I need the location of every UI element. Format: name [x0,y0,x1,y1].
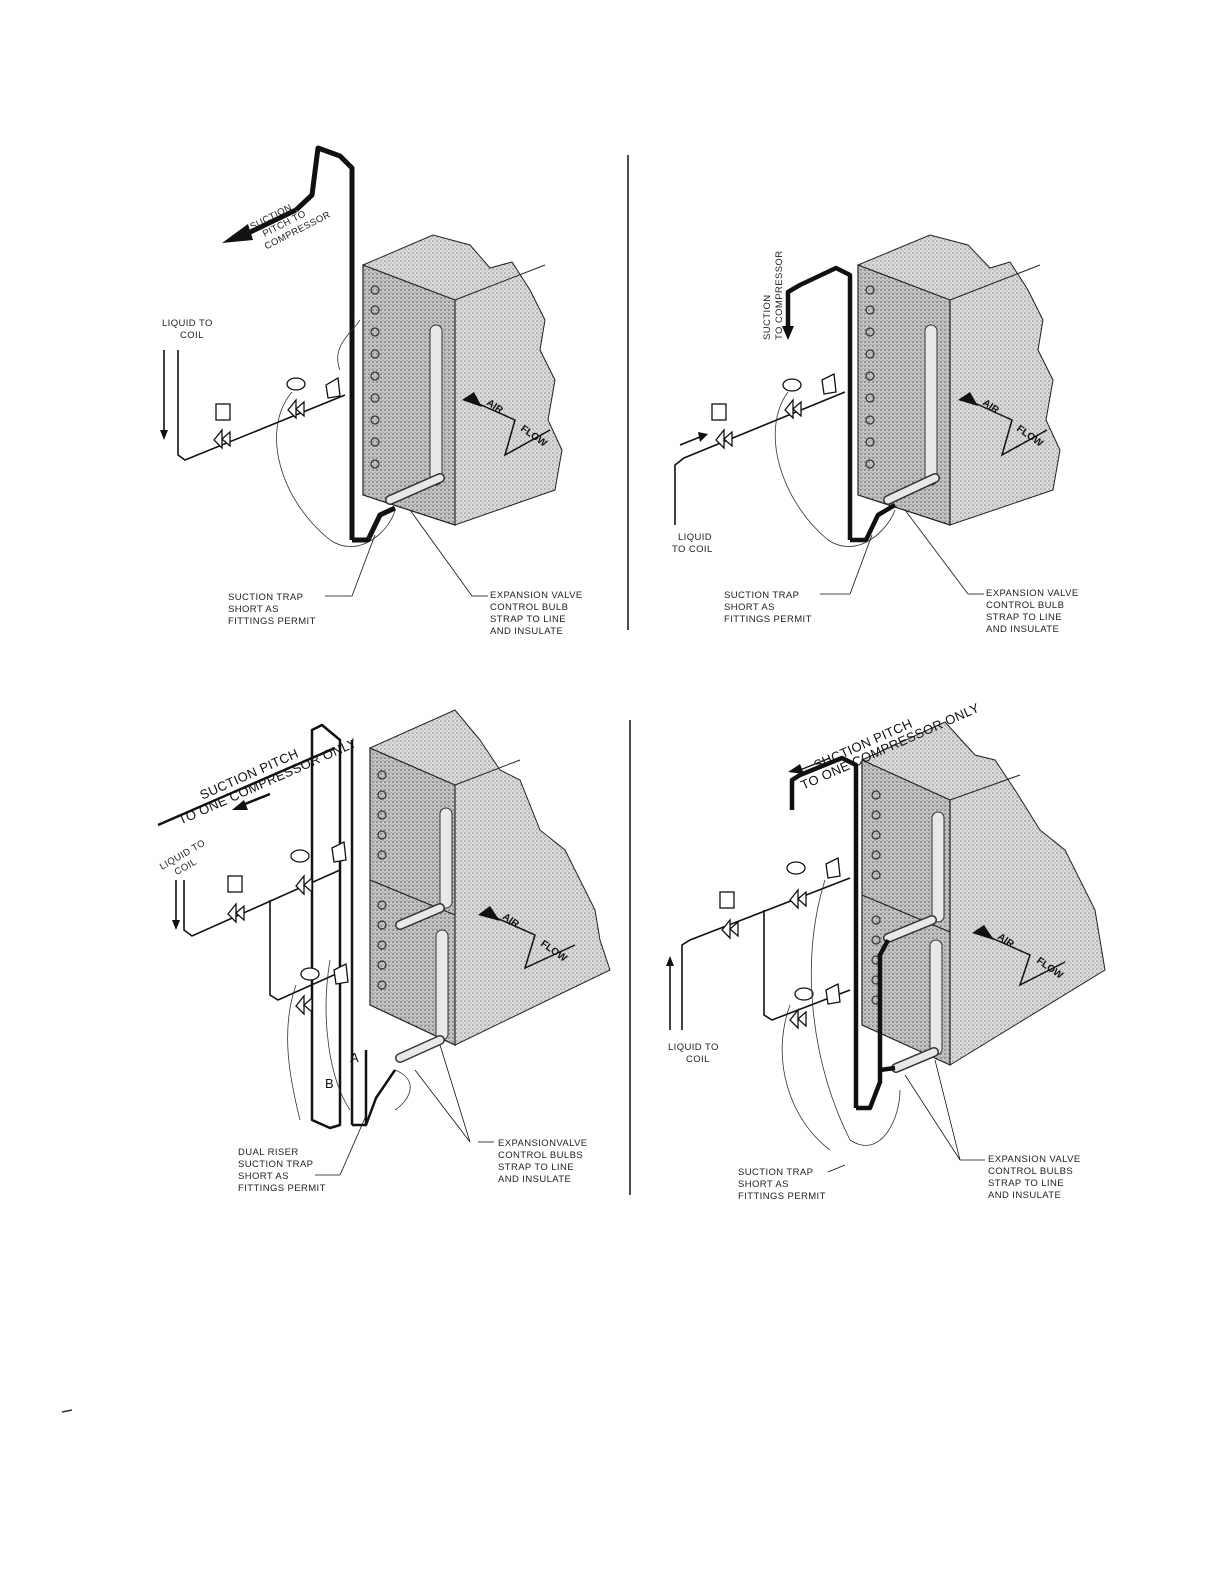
bulb-label: EXPANSION VALVE CONTROL BULB STRAP TO LI… [490,590,586,637]
liquid-line [163,350,346,461]
bulb-capillary [781,879,901,1151]
bulb-label: EXPANSIONVALVE CONTROL BULBS STRAP TO LI… [498,1138,591,1185]
liquid-line [175,869,346,1001]
bulb-label: EXPANSION VALVE CONTROL BULB STRAP TO LI… [986,588,1082,635]
suction-label: SUCTION TO COMPRESSOR [762,251,785,340]
suction-label: SUCTION PITCH TO COMPRESSOR [248,188,332,254]
expansion-valve [711,373,837,450]
liquid-label: LIQUID TO COIL [158,836,216,883]
panel-1-labels: SUCTION PITCH TO COMPRESSOR LIQUID TO CO… [162,188,586,637]
liquid-label: LIQUID TO [668,1042,719,1053]
suction-riser [789,755,896,1111]
bulb-label: EXPANSION VALVE CONTROL BULBS STRAP TO L… [988,1154,1084,1201]
suction-riser [785,265,897,543]
dual-riser [310,723,397,1130]
trap-label: SUCTION TRAP SHORT AS FITTINGS PERMIT [228,592,316,627]
liquid-label-2: TO COIL [672,544,713,555]
riser-b-label: B [325,1076,334,1091]
panel-2: SUCTION TO COMPRESSOR LIQUID TO COIL AIR… [672,234,1082,635]
coil-block [362,234,563,526]
bulb-capillary [287,959,411,1121]
liquid-line [674,391,846,525]
expansion-valve [213,376,341,450]
expansion-valves [719,857,841,1030]
suction-riser [294,145,397,543]
suction-label: SUCTION PITCH TO ONE COMPRESSOR ONLY [170,722,359,827]
coil-block [369,709,611,1063]
trap-label: DUAL RISER SUCTION TRAP SHORT AS FITTING… [238,1147,326,1194]
trap-label: SUCTION TRAP SHORT AS FITTINGS PERMIT [724,590,812,625]
coil-block [861,721,1106,1073]
liquid-label-2: COIL [180,330,204,341]
liquid-label: LIQUID TO [162,318,213,329]
panel-4: SUCTION PITCH TO ONE COMPRESSOR ONLY LIQ… [666,700,1106,1202]
liquid-label: LIQUID [678,532,712,543]
trap-label: SUCTION TRAP SHORT AS FITTINGS PERMIT [738,1167,826,1202]
panel-1: SUCTION PITCH TO COMPRESSOR LIQUID TO CO… [160,145,586,637]
bulb-capillary [276,391,396,547]
bulb-capillary [774,391,896,547]
coil-block [857,234,1061,526]
panel-3: SUCTION PITCH TO ONE COMPRESSOR ONLY LIQ… [157,709,611,1194]
scan-mark [61,1409,73,1413]
liquid-label-2: COIL [686,1054,710,1065]
liquid-line [669,877,851,1030]
panel-2-labels: SUCTION TO COMPRESSOR LIQUID TO COIL AIR… [672,251,1082,635]
riser-a-label: A [350,1050,359,1065]
expansion-valves [227,841,349,1016]
